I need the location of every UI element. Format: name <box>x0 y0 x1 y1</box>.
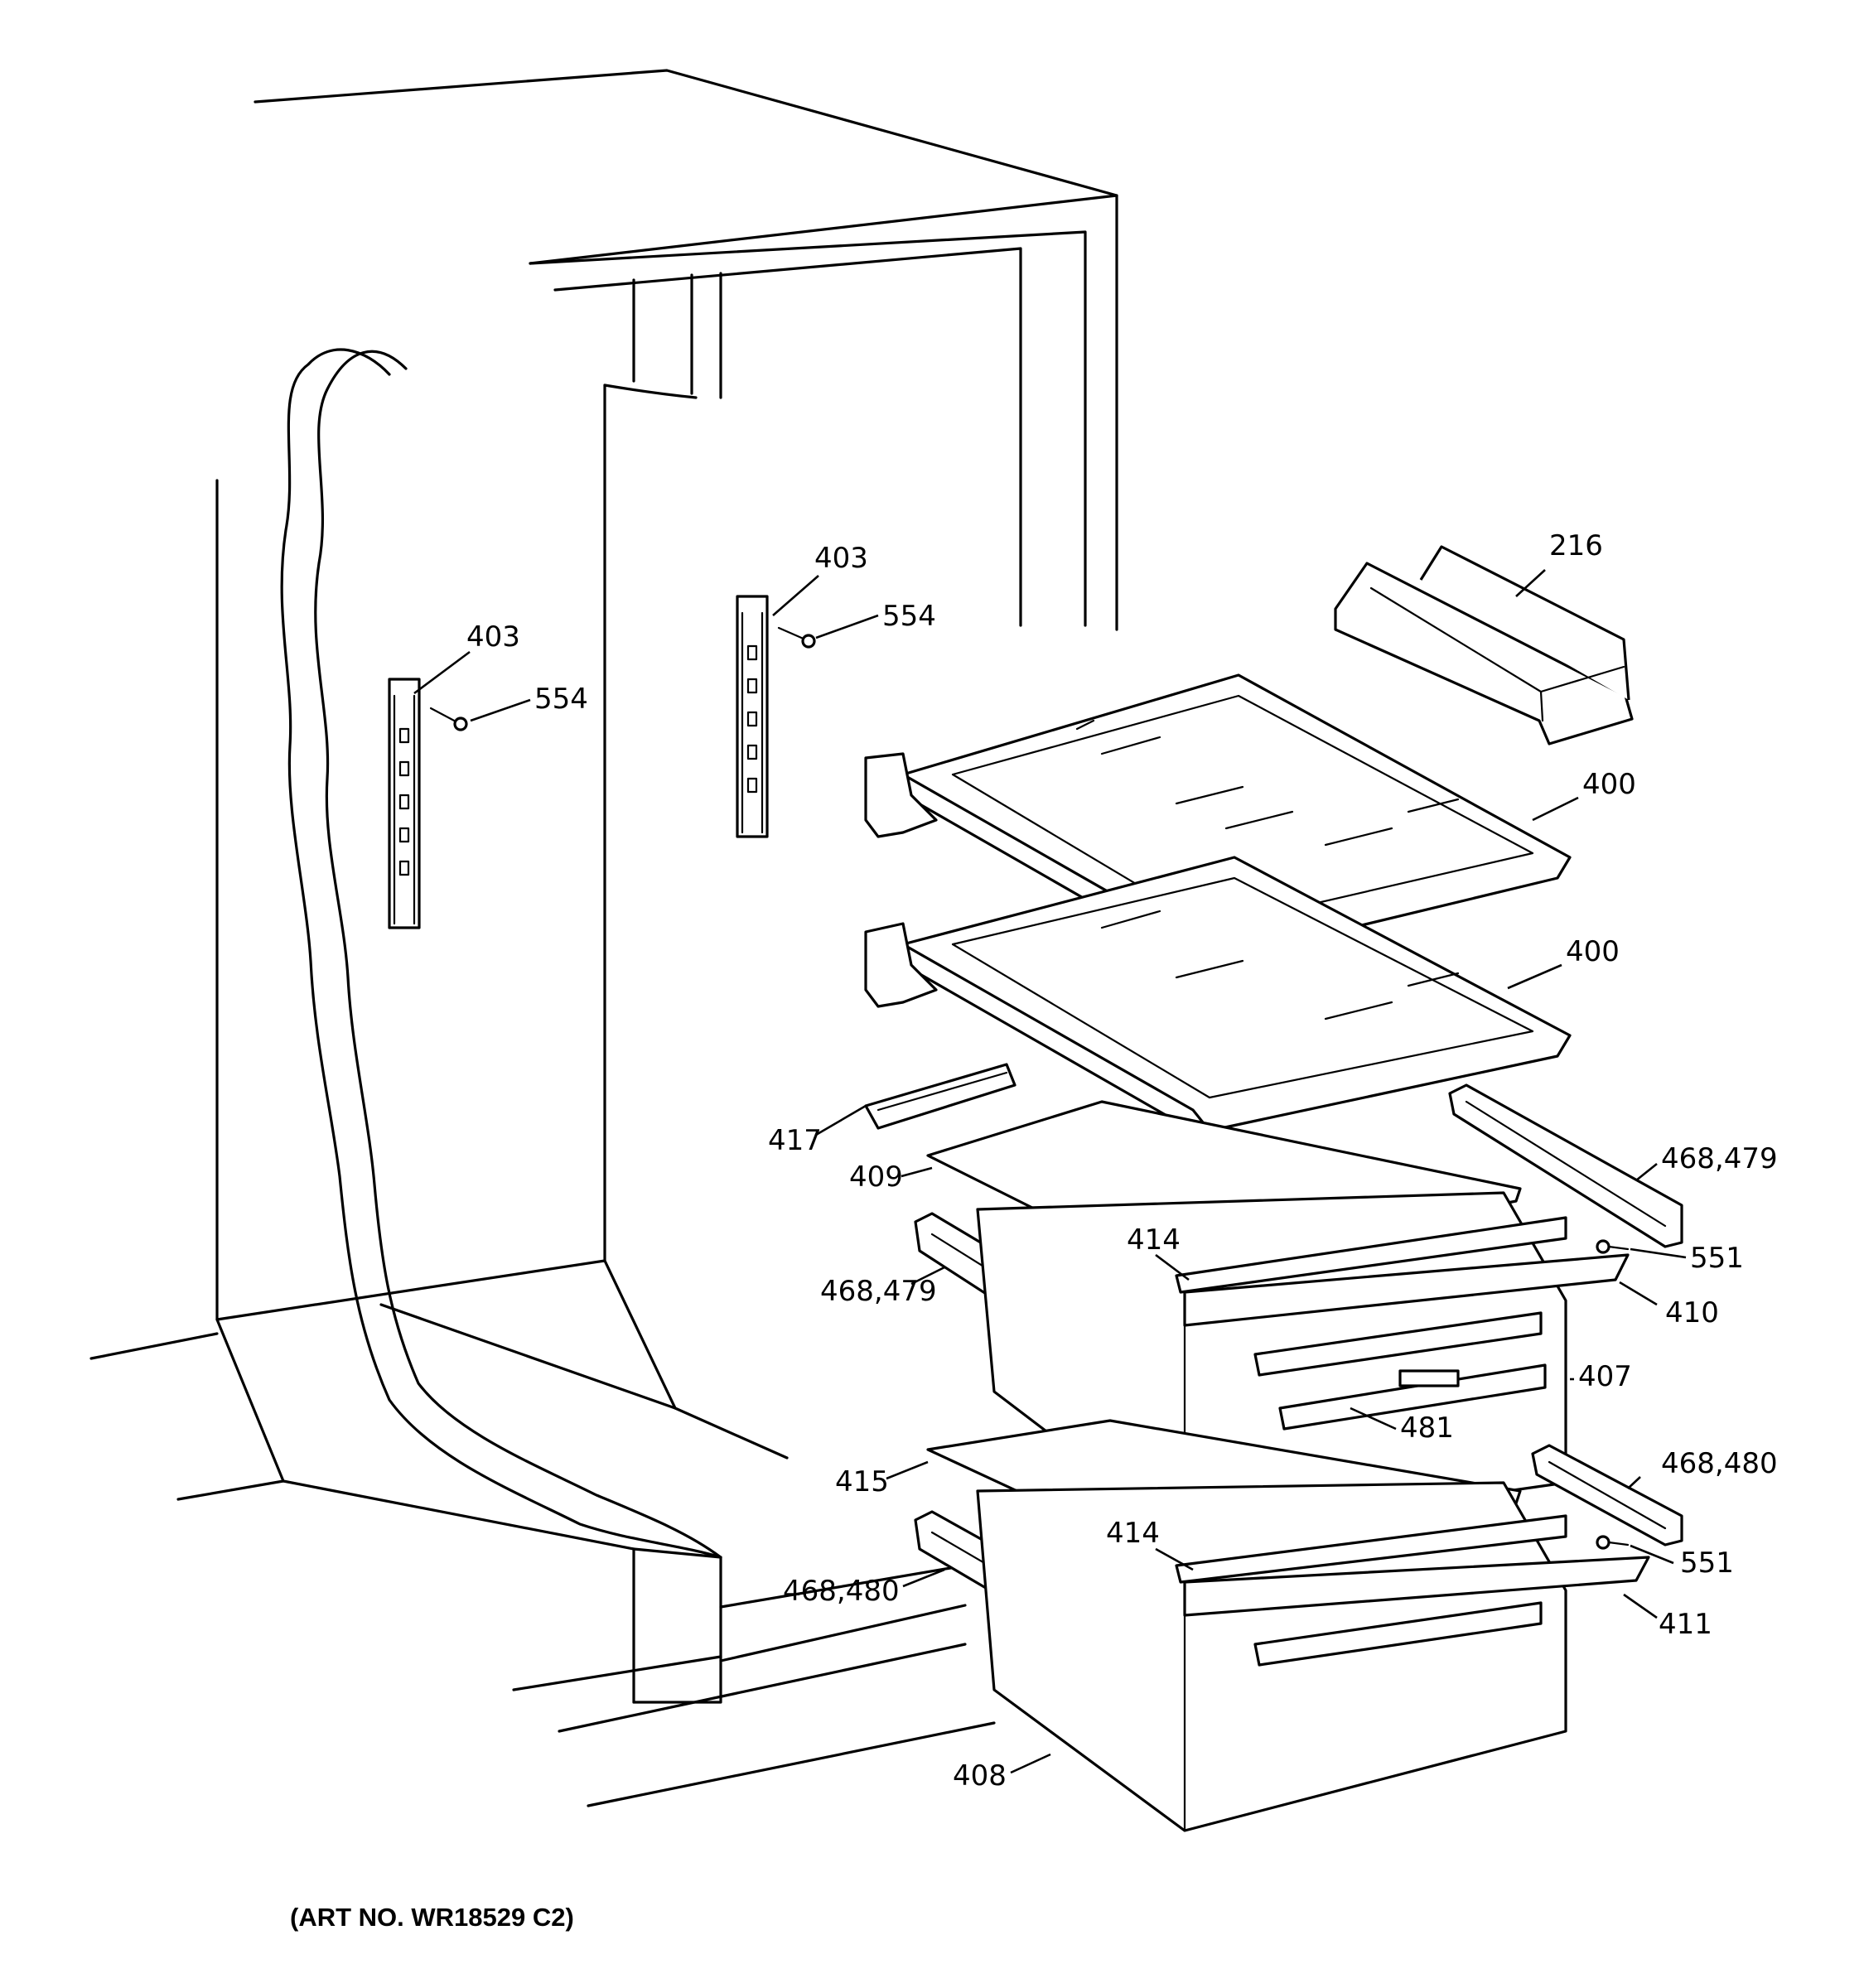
callout-554-center: 554 <box>882 600 936 633</box>
callout-551-upper: 551 <box>1690 1242 1744 1275</box>
shelf-ladder-left <box>388 678 421 929</box>
callout-551-lower: 551 <box>1680 1546 1734 1580</box>
callout-468-479-right: 468,479 <box>1661 1142 1778 1175</box>
support-rail-417 <box>864 1063 1017 1130</box>
screw-551-upper <box>1596 1239 1630 1254</box>
callout-554-left: 554 <box>534 683 588 716</box>
leader-lines <box>413 569 1687 1774</box>
callout-407: 407 <box>1578 1360 1632 1393</box>
callout-417: 417 <box>768 1124 822 1157</box>
callout-468-479-left: 468,479 <box>820 1275 937 1308</box>
glass-shelf-400-lower <box>864 856 1572 1132</box>
callout-414-upper: 414 <box>1127 1223 1181 1257</box>
callout-468-480-left: 468,480 <box>783 1575 900 1608</box>
callout-468-480-right: 468,480 <box>1661 1447 1778 1480</box>
slide-rail-468-479-right-upper <box>1448 1083 1683 1248</box>
screw-554-center <box>777 626 816 649</box>
crisper-drawer-408 <box>976 1481 1650 1832</box>
slide-rail-468-480-right-lower <box>1531 1444 1683 1546</box>
callout-481: 481 <box>1400 1411 1454 1445</box>
callout-400-lower: 400 <box>1566 935 1620 968</box>
callout-400-upper: 400 <box>1582 768 1636 801</box>
callout-216: 216 <box>1549 529 1603 562</box>
callout-411: 411 <box>1659 1608 1712 1641</box>
callout-403-center: 403 <box>814 542 868 575</box>
door-bin-216 <box>1334 545 1634 746</box>
art-number: (ART NO. WR18529 C2) <box>290 1903 574 1932</box>
callout-410: 410 <box>1665 1296 1719 1329</box>
cabinet-outline <box>89 69 1118 1807</box>
callout-408: 408 <box>953 1759 1007 1793</box>
screw-551-lower <box>1596 1535 1630 1550</box>
callout-403-left: 403 <box>466 620 520 654</box>
callout-414-lower: 414 <box>1106 1517 1160 1550</box>
screw-554-left <box>429 707 468 731</box>
callout-409: 409 <box>849 1160 903 1194</box>
shelf-ladder-center <box>736 595 769 838</box>
callout-labels: 216 400 400 403 403 554 554 417 409 468,… <box>466 529 1778 1793</box>
callout-415: 415 <box>835 1465 889 1498</box>
